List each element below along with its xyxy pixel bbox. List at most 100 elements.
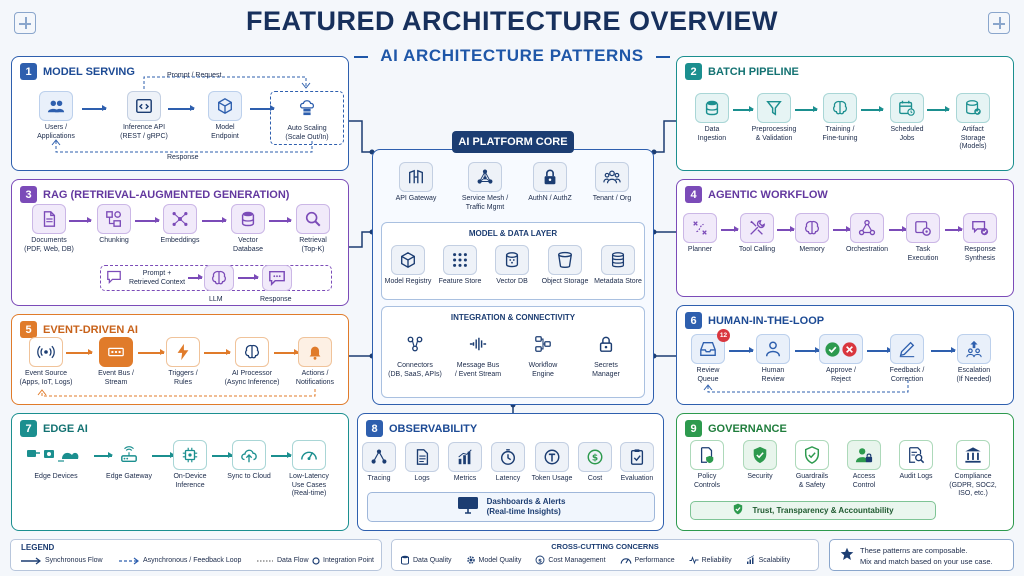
node-retrieval: Retrieval (Top-K): [273, 204, 353, 254]
node-compliance: Compliance (GDPR, SOC2, ISO, etc.): [933, 440, 1013, 499]
node-training: Training / Fine-tuning: [800, 93, 880, 143]
node-low-latency: Low-Latency Use Cases (Real-time): [269, 440, 349, 499]
node-on-device-inference: On-Device Inference: [150, 440, 230, 490]
node-label: Policy Controls: [693, 473, 721, 489]
prompt-request-loop: [51, 76, 313, 153]
response-label: Response: [260, 296, 292, 303]
flow-arrow: [889, 226, 907, 232]
node-evaluation: Evaluation: [597, 442, 677, 484]
node-tracing: Tracing: [339, 442, 419, 484]
star-icon: [840, 547, 854, 566]
panel-title: BATCH PIPELINE: [708, 65, 799, 78]
panel-title: RAG (RETRIEVAL-AUGMENTED GENERATION): [43, 188, 290, 201]
cube-icon: [208, 91, 242, 121]
node-approve-reject: Approve / Reject: [801, 334, 881, 384]
clipboard-check-icon: [620, 442, 654, 472]
storage-check-icon: [956, 93, 990, 123]
panel-title: EVENT-DRIVEN AI: [43, 323, 138, 336]
code-window-icon: [127, 91, 161, 121]
panel-title: AGENTIC WORKFLOW: [708, 188, 828, 201]
node-label: Model Endpoint: [211, 124, 239, 140]
cloud-upload-icon: [232, 440, 266, 470]
concern-performance: Performance: [620, 555, 675, 565]
cube-icon: [391, 245, 425, 275]
node-label: Tool Calling: [738, 246, 776, 253]
note-line-2: Mix and match based on your use case.: [860, 557, 993, 566]
node-access-control: Access Control: [824, 440, 904, 490]
node-guardrails: Guardrails & Safety: [772, 440, 852, 490]
database-icon: [231, 204, 265, 234]
brain-gear-icon: [235, 337, 269, 367]
node-label: Message Bus / Event Stream: [454, 362, 502, 378]
node-label: Chunking: [99, 237, 129, 244]
node-label: Actions / Notifications: [295, 370, 335, 386]
node-ai-processor: AI Processor (Async Inference): [212, 337, 292, 387]
panel-title: MODEL SERVING: [43, 65, 135, 78]
node-cost: $ Cost: [555, 442, 635, 484]
planner-icon: [683, 213, 717, 243]
tools-icon: [740, 213, 774, 243]
panel-number: 3: [20, 186, 37, 203]
node-label: Edge Devices: [34, 473, 78, 480]
node-label: Preprocessing & Validation: [751, 126, 797, 142]
svg-text:$: $: [592, 454, 598, 464]
node-label: Tracing: [367, 475, 391, 482]
flow-arrow: [945, 226, 963, 232]
node-triggers: Triggers / Rules: [143, 337, 223, 387]
institution-icon: [956, 440, 990, 470]
node-label: Users / Applications: [37, 124, 75, 140]
bar-chart-icon: [448, 442, 482, 472]
panel-title: OBSERVABILITY: [389, 422, 478, 435]
node-token-usage: Token Usage: [512, 442, 592, 484]
approve-reject-icon: [819, 334, 863, 364]
database-icon: [695, 93, 729, 123]
prompt-request-label: Prompt / Request: [167, 72, 222, 79]
shield-check-icon: [732, 502, 744, 520]
legend-async-label: Asynchronous / Feedback Loop: [143, 557, 242, 564]
node-label: Event Bus / Stream: [98, 370, 134, 386]
node-model-endpoint: Model Endpoint: [185, 91, 265, 141]
node-label: API Gateway: [395, 195, 437, 202]
person-icon: [756, 334, 790, 364]
workflow-icon: [526, 329, 560, 359]
node-label: Feature Store: [438, 278, 482, 285]
concern-cost-management: $Cost Management: [535, 555, 606, 565]
flow-arrow: [795, 106, 818, 112]
router-icon: [112, 440, 146, 470]
escalation-icon: [957, 334, 991, 364]
page-title: FEATURED ARCHITECTURE OVERVIEW: [245, 6, 779, 36]
node-auto-scaling: Auto Scaling (Scale Out/In): [270, 91, 344, 145]
node-task-execution: Task Execution: [883, 213, 963, 263]
flow-arrow: [66, 349, 93, 355]
pencil-icon: [890, 334, 924, 364]
llm-label: LLM: [209, 296, 223, 303]
flow-arrow: [138, 349, 165, 355]
broadcast-icon: [29, 337, 63, 367]
brain-icon: [204, 265, 234, 291]
node-label: Orchestration: [845, 246, 889, 253]
shield-check-icon: [743, 440, 777, 470]
panel-number: 6: [685, 312, 702, 329]
node-preprocessing: Preprocessing & Validation: [734, 93, 814, 143]
audit-search-icon: [899, 440, 933, 470]
padlock-icon: [589, 329, 623, 359]
node-policy-controls: Policy Controls: [667, 440, 747, 490]
layer-title: MODEL & DATA LAYER: [468, 229, 558, 238]
legend: LEGEND Synchronous Flow Asynchronous / F…: [10, 539, 382, 571]
node-label: Vector Database: [233, 237, 263, 253]
node-artifact-storage: Artifact Storage (Models): [933, 93, 1013, 152]
flow-arrow: [274, 349, 299, 355]
node-workflow-engine: Workflow Engine: [503, 329, 583, 379]
composable-note: These patterns are composable. Mix and m…: [829, 539, 1014, 571]
legend-data-flow-label: Data Flow: [277, 557, 309, 564]
node-chunking: Chunking: [74, 204, 154, 246]
flow-arrow: [94, 452, 113, 458]
node-label: Sync to Cloud: [227, 473, 271, 480]
node-label: Planner: [687, 246, 713, 253]
panel-title: GOVERNANCE: [708, 422, 787, 435]
node-message-bus: Message Bus / Event Stream: [438, 329, 518, 379]
node-label: Access Control: [852, 473, 876, 489]
response-chat-icon: [262, 265, 292, 291]
